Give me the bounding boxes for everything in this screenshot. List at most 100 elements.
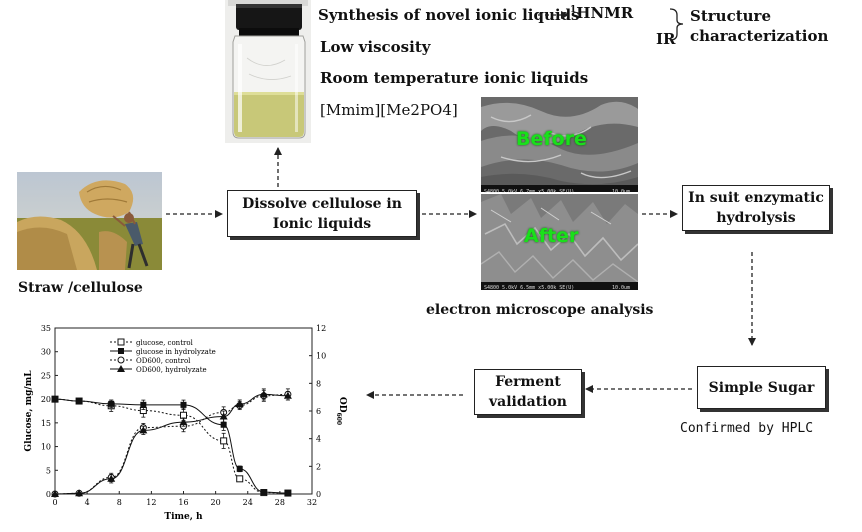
- data-point: [259, 390, 268, 398]
- data-point: [117, 356, 125, 364]
- data-point: [52, 396, 58, 403]
- sem-before-caption: S4800 5.0kV 6.7mm x5.00k SE(U): [484, 189, 575, 195]
- y-right-tick-label: 6: [316, 407, 321, 416]
- simple-sugar-label: Simple Sugar: [708, 379, 815, 396]
- y-left-tick-label: 15: [41, 419, 51, 428]
- data-point: [220, 437, 228, 445]
- y-right-axis-label: OD600: [335, 397, 347, 425]
- enzymatic-box-line1: In suit enzymatic: [688, 190, 824, 206]
- legend-label: OD600, control: [136, 357, 191, 365]
- hplc-caption: Confirmed by HPLC: [680, 421, 814, 436]
- data-point: [219, 412, 228, 420]
- y-left-tick-label: 25: [41, 371, 51, 380]
- enzymatic-hydrolysis-box: In suit enzymatic hydrolysis: [682, 185, 830, 231]
- x-axis-label: Time, h: [164, 512, 203, 522]
- legend-label: glucose in hydrolyzate: [136, 348, 216, 356]
- data-point: [180, 401, 187, 408]
- y-right-tick-label: 10: [316, 352, 326, 361]
- y-right-tick-label: 2: [316, 462, 321, 471]
- data-point: [117, 365, 125, 372]
- x-tick-label: 0: [52, 498, 57, 507]
- x-tick-label: 4: [85, 498, 90, 507]
- data-point: [76, 398, 83, 405]
- x-tick-label: 16: [178, 498, 188, 507]
- y-right-tick-label: 12: [316, 324, 326, 333]
- dissolve-box-line2: Ionic liquids: [272, 215, 372, 232]
- y-left-axis-label: Glucose, mg/mL: [24, 370, 34, 452]
- legend-label: glucose, control: [136, 339, 194, 347]
- y-right-tick-label: 8: [316, 379, 321, 388]
- x-tick-label: 8: [117, 498, 122, 507]
- low-viscosity-text: Low viscosity: [320, 38, 431, 56]
- characterization-brace: [669, 8, 684, 41]
- data-point: [108, 400, 115, 407]
- series-line: [54, 398, 288, 494]
- dissolve-cellulose-box: Dissolve cellulose in Ionic liquids: [227, 190, 417, 237]
- y-left-tick-label: 5: [46, 466, 51, 475]
- ferment-validation-box: Ferment validation: [474, 369, 582, 415]
- data-point: [179, 418, 188, 426]
- y-right-tick-label: 4: [316, 435, 321, 444]
- data-point: [284, 490, 291, 497]
- hnmr-text: HNMR: [576, 4, 634, 22]
- y-right-axis-label-main: OD: [337, 397, 347, 413]
- y-left-tick-label: 0: [46, 490, 51, 499]
- straw-photo: [17, 172, 162, 270]
- data-point: [118, 348, 124, 354]
- data-point: [140, 401, 147, 408]
- series-line: [54, 393, 288, 495]
- data-point: [260, 489, 267, 496]
- x-tick-label: 20: [211, 498, 221, 507]
- dissolve-box-line1: Dissolve cellulose in: [242, 195, 402, 212]
- structure-label: Structure: [690, 7, 771, 25]
- characterization-label: characterization: [690, 27, 829, 45]
- data-point: [139, 426, 148, 434]
- data-point: [220, 421, 227, 428]
- sem-after-scale: 10.0um: [612, 285, 631, 291]
- data-point: [236, 475, 244, 483]
- ir-label: IR: [656, 30, 676, 48]
- data-point: [235, 400, 244, 408]
- x-tick-label: 28: [275, 498, 285, 507]
- ferment-box-line1: Ferment: [495, 374, 561, 390]
- y-left-tick-label: 35: [41, 324, 51, 333]
- electron-microscope-caption: electron microscope analysis: [426, 302, 654, 318]
- ferment-box-line2: validation: [488, 394, 567, 410]
- ionic-liquid-formula: [Mmim][Me2PO4]: [320, 101, 458, 119]
- data-point: [283, 391, 292, 399]
- sem-before-scale: 10.0um: [612, 189, 631, 195]
- data-point: [75, 489, 84, 497]
- series-line: [54, 393, 288, 495]
- data-point: [107, 474, 116, 482]
- y-left-tick-label: 10: [41, 443, 51, 452]
- sem-after-caption: S4800 5.0kV 6.5mm x5.00k SE(U): [484, 285, 575, 291]
- sem-before-label: Before: [516, 128, 587, 150]
- y-right-axis-label-sub: 600: [335, 413, 342, 426]
- hnmr-label: 1HNMR: [570, 4, 633, 22]
- x-tick-label: 12: [146, 498, 156, 507]
- data-point: [180, 411, 187, 419]
- simple-sugar-box: Simple Sugar: [697, 366, 826, 409]
- data-point: [236, 465, 243, 472]
- room-temperature-text: Room temperature ionic liquids: [320, 69, 589, 87]
- sem-after-image: [481, 194, 638, 290]
- sem-after-label: After: [524, 225, 579, 247]
- synthesis-text: Synthesis of novel ionic liquids: [318, 6, 580, 24]
- sem-before-image: [481, 97, 638, 192]
- data-point: [51, 490, 59, 497]
- enzymatic-box-line2: hydrolysis: [716, 210, 796, 226]
- ionic-liquid-vial-photo: [225, 0, 311, 143]
- y-right-tick-label: 0: [316, 490, 321, 499]
- data-point: [117, 338, 125, 346]
- y-left-tick-label: 20: [41, 395, 51, 404]
- hnmr-superscript: 1: [570, 5, 577, 15]
- straw-caption: Straw /cellulose: [18, 280, 143, 296]
- x-tick-label: 32: [307, 498, 317, 507]
- legend-label: OD600, hydrolyzate: [136, 366, 207, 374]
- series-line: [54, 398, 288, 494]
- y-left-tick-label: 30: [41, 348, 51, 357]
- x-tick-label: 24: [243, 498, 253, 507]
